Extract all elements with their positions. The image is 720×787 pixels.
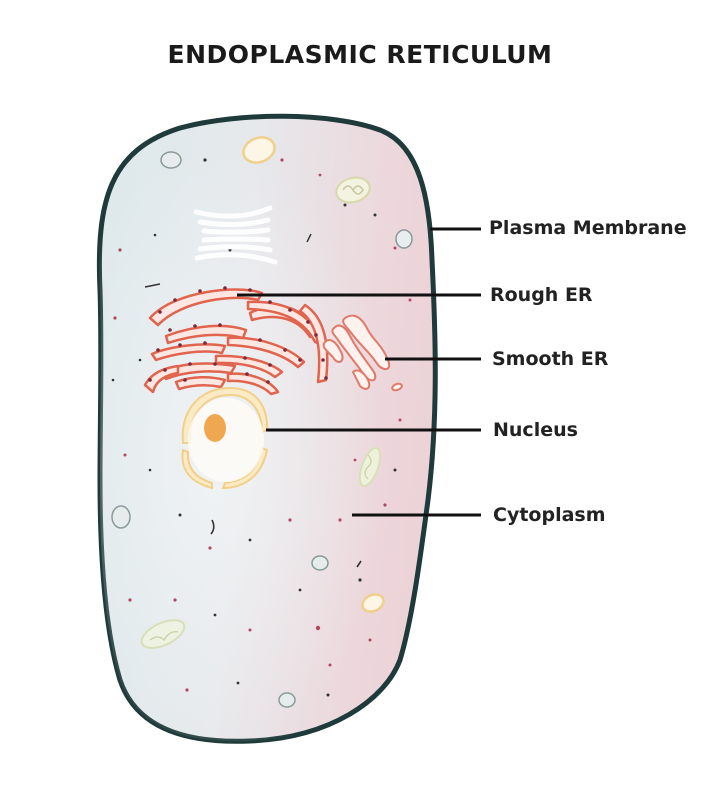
smooth-er — [322, 314, 403, 392]
organelles — [111, 136, 413, 708]
label-cytoplasm: Cytoplasm — [493, 504, 606, 526]
rough-er — [143, 288, 329, 396]
diagram-title: ENDOPLASMIC RETICULUM — [167, 40, 553, 69]
ribosomes — [148, 286, 328, 384]
nucleolus — [204, 414, 226, 442]
nucleus — [181, 386, 269, 490]
label-smooth-er: Smooth ER — [492, 348, 609, 370]
golgi-apparatus — [193, 205, 278, 265]
label-plasma-membrane: Plasma Membrane — [489, 217, 687, 239]
label-nucleus: Nucleus — [493, 419, 578, 441]
cytoplasm-particles — [111, 158, 412, 697]
label-rough-er: Rough ER — [490, 284, 593, 306]
leader-lines — [237, 227, 481, 517]
